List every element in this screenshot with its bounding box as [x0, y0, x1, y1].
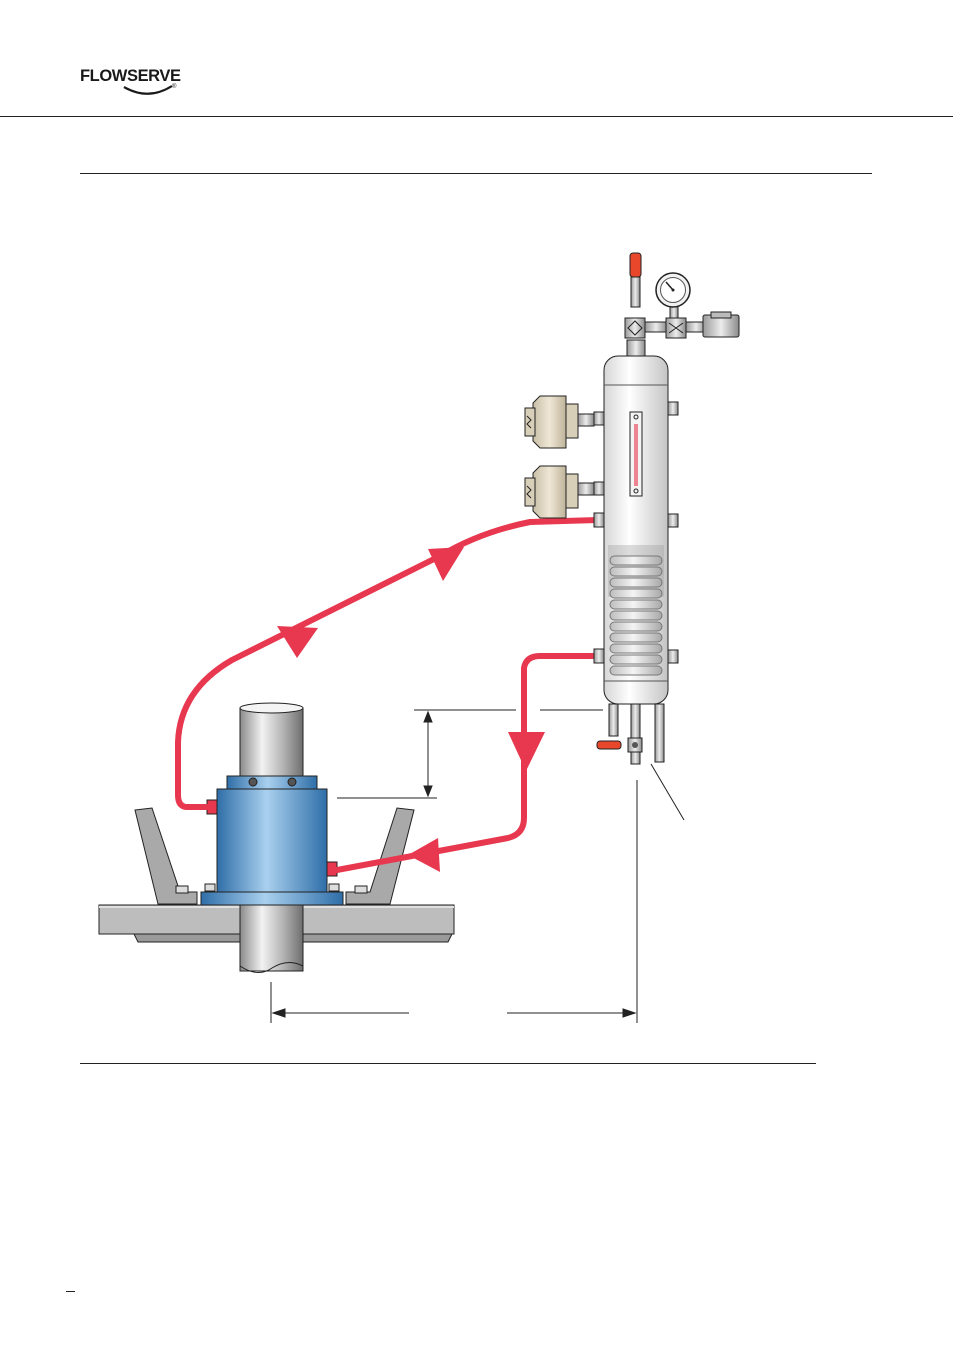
drain-valve-icon — [596, 737, 643, 765]
cooling-coil-icon — [608, 545, 664, 676]
level-switch-icon — [524, 395, 595, 519]
logo-swoosh-icon: ® — [123, 83, 177, 95]
ball-valve-icon — [624, 252, 707, 339]
support-brackets — [134, 807, 415, 905]
logo-text: FLOWSERVE — [80, 67, 181, 85]
flow-arrow-icon — [277, 547, 545, 872]
svg-text:®: ® — [172, 83, 177, 90]
section-rule-bottom — [80, 1063, 816, 1064]
section-rule-top — [80, 173, 872, 174]
seal-gland-icon — [200, 775, 344, 906]
header-rule — [0, 116, 953, 117]
dimension-lines — [270, 709, 685, 1023]
sight-glass-icon — [629, 411, 643, 497]
pressure-switch-icon — [702, 311, 740, 338]
flowserve-logo: FLOWSERVE ® — [80, 60, 181, 98]
footer-dash — [66, 1291, 75, 1292]
pressure-gauge-icon — [655, 272, 691, 319]
